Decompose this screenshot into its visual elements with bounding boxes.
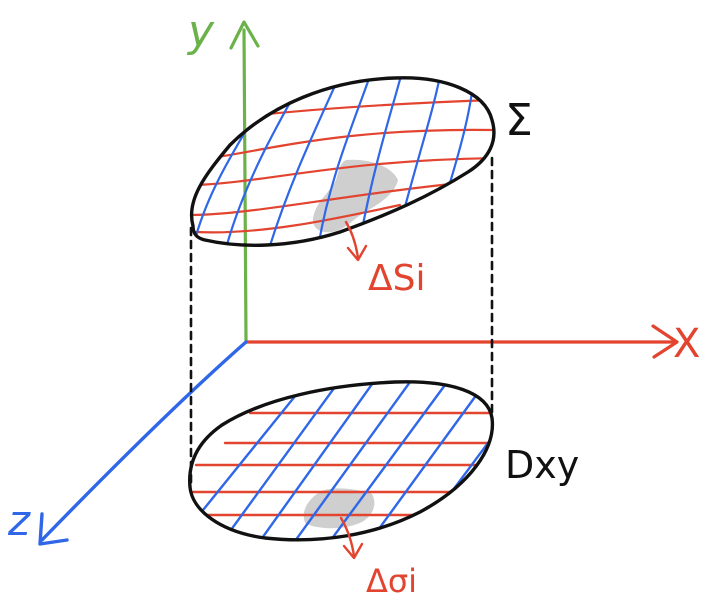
- y-axis-label: y: [186, 6, 215, 57]
- z-axis-line: [40, 340, 248, 542]
- delta-s-pointer: [344, 220, 368, 262]
- y-axis: [229, 20, 260, 342]
- y-axis-line: [242, 28, 248, 342]
- x-axis: [244, 324, 679, 359]
- z-axis-label: z: [7, 496, 31, 545]
- delta-sigma-pointer: [339, 516, 364, 560]
- delta-sigma-arrowhead: [342, 542, 364, 560]
- y-axis-arrowhead: [229, 20, 260, 50]
- region-outline: [188, 380, 495, 542]
- delta-s-arrow: [344, 220, 360, 260]
- surface-sigma: [189, 76, 496, 247]
- projection-lines: [189, 156, 494, 488]
- x-axis-arrowhead: [651, 324, 679, 359]
- region-patch-delta-sigma: [303, 488, 375, 529]
- z-axis-arrowhead: [38, 512, 69, 546]
- region-red-grid: [189, 411, 493, 517]
- region-dxy: [188, 380, 495, 542]
- surface-red-grid: [191, 98, 494, 234]
- delta-sigma-label: Δσi: [366, 562, 417, 600]
- delta-sigma-arrow: [339, 516, 356, 558]
- x-axis-label: X: [673, 321, 700, 367]
- delta-s-arrowhead: [346, 244, 368, 262]
- delta-s-label: ΔSi: [368, 258, 425, 299]
- z-axis: [38, 340, 248, 546]
- surface-label-sigma: Σ: [505, 95, 533, 146]
- region-label-dxy: Dxy: [505, 443, 579, 487]
- surface-outline: [189, 76, 496, 247]
